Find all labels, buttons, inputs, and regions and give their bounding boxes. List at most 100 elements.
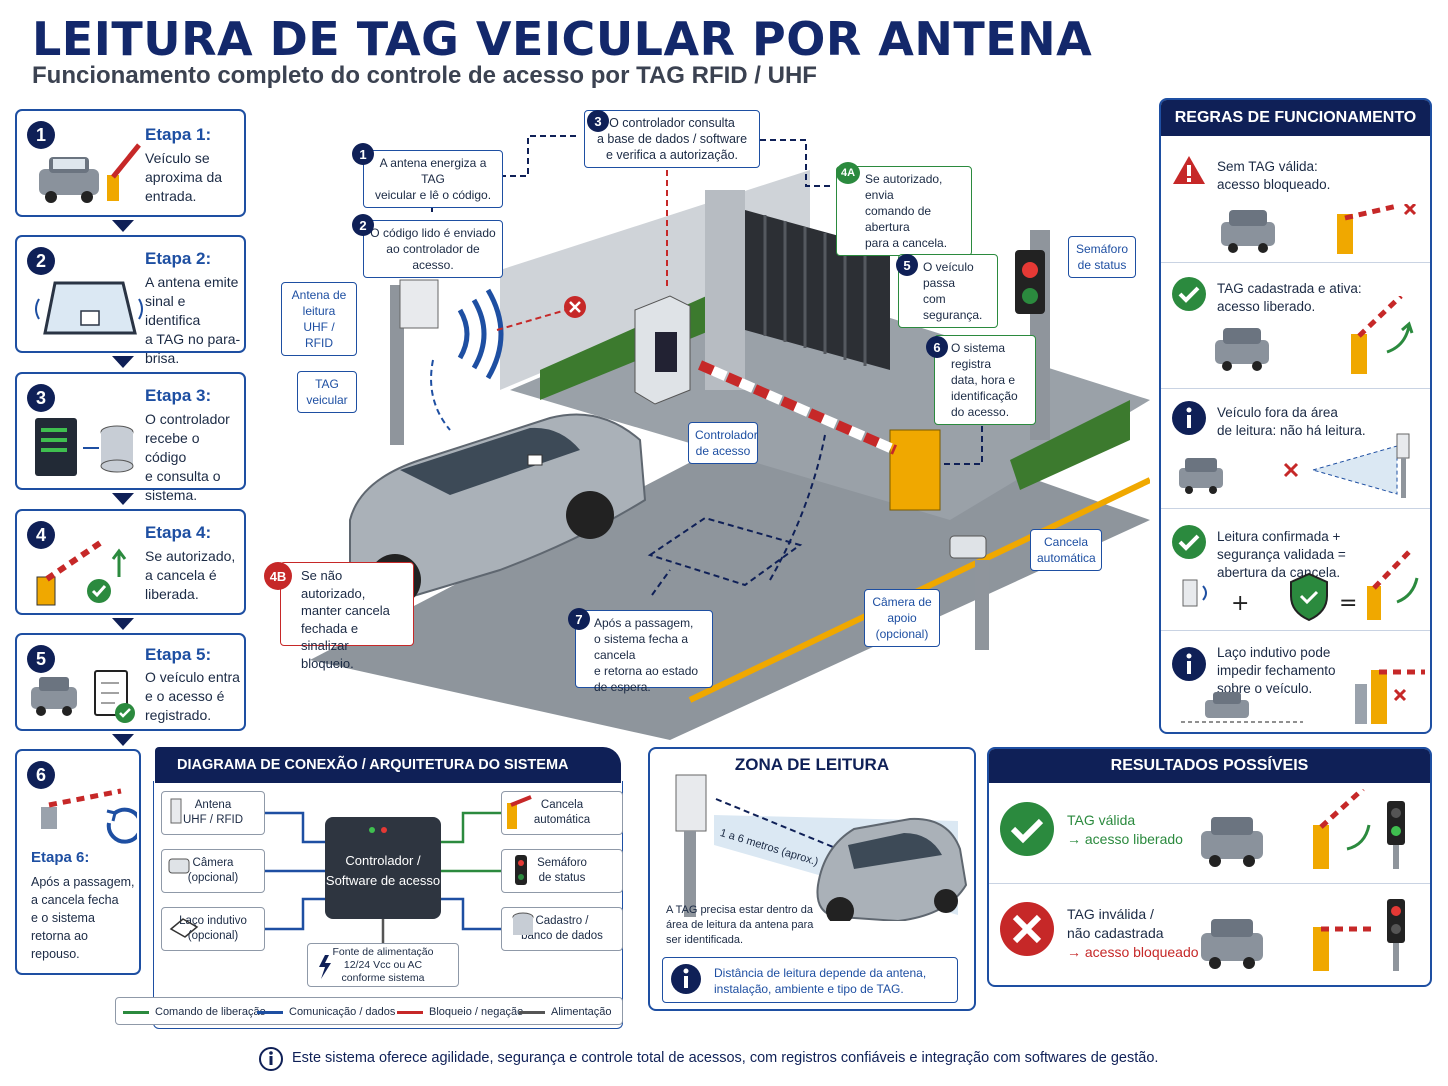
zone-title: ZONA DE LEITURA [734, 755, 890, 774]
info-icon [671, 964, 701, 994]
zone-info-text: Distância de leitura depende da antena,i… [714, 966, 927, 996]
svg-text:=: = [1339, 591, 1357, 616]
callout-number: 3 [587, 110, 609, 132]
loop-safety-icon [1181, 669, 1425, 724]
legend-green: Comando de liberação [123, 1006, 266, 1018]
callout-number: 6 [926, 336, 948, 358]
check-icon [1000, 802, 1054, 856]
error-icon [1000, 902, 1054, 956]
page-subtitle: Funcionamento completo do controle de ac… [32, 62, 817, 89]
warning-icon [1173, 156, 1205, 184]
down-arrow-icon [112, 734, 134, 746]
architecture-title: DIAGRAMA DE CONEXÃO / ARQUITETURA DO SIS… [155, 747, 621, 783]
check-icon [1172, 525, 1206, 559]
step-label: Etapa 3: [145, 386, 212, 405]
controller-box: Controlador /Software de acesso [325, 817, 441, 919]
step-number: 3 [27, 384, 55, 412]
car-checklist-icon [31, 670, 135, 723]
barrier-reset-icon [41, 788, 137, 844]
zone-illustration [675, 774, 968, 921]
down-arrow-icon [112, 618, 134, 630]
server-database-icon [35, 418, 134, 476]
rule-text: Sem TAG válida:acesso bloqueado. [1217, 159, 1331, 192]
step-label: Etapa 4: [145, 523, 212, 542]
callout-number: 1 [352, 143, 374, 165]
step-label: Etapa 6: [31, 849, 90, 866]
rule-text: TAG cadastrada e ativa:acesso liberado. [1217, 281, 1362, 314]
down-arrow-icon [112, 220, 134, 232]
callout-number: 7 [568, 608, 590, 630]
read-plus-security-icon: += [1182, 550, 1419, 622]
down-arrow-icon [112, 356, 134, 368]
step-number: 5 [27, 645, 55, 673]
legend-gray: Alimentação [519, 1006, 612, 1018]
step-number: 2 [27, 247, 55, 275]
result-valid-illustration [1201, 789, 1405, 869]
zone-info-box [662, 957, 958, 1003]
connection-lines [168, 795, 534, 979]
barrier-open-icon [36, 538, 127, 606]
step-number: 1 [27, 121, 55, 149]
info-icon [259, 1047, 283, 1071]
down-arrow-icon [112, 493, 134, 505]
car-barrier-closed-icon [1221, 204, 1417, 254]
svg-text:+: + [1231, 591, 1249, 616]
step-label: Etapa 1: [145, 125, 212, 144]
info-icon [1172, 401, 1206, 435]
callout-number: 5 [896, 254, 918, 276]
rules-panel: REGRAS DE FUNCIONAMENTO Sem TAG válida:a… [1159, 98, 1432, 734]
legend-red: Bloqueio / negação [397, 1006, 523, 1018]
page-title: LEITURA DE TAG VEICULAR POR ANTENA [32, 12, 1093, 66]
step-number: 6 [27, 761, 55, 789]
legend-blue: Comunicação / dados [257, 1006, 395, 1018]
result-invalid-text: TAG inválida /não cadastrada→ acesso blo… [1067, 906, 1199, 960]
footer-text: Este sistema oferece agilidade, seguranç… [292, 1050, 1159, 1066]
callout-step-7: Após a passagem,o sistema fecha a cancel… [575, 610, 713, 694]
car-barrier-open-icon [1215, 296, 1414, 374]
check-icon [1172, 277, 1206, 311]
architecture-panel: DIAGRAMA DE CONEXÃO / ARQUITETURA DO SIS… [115, 747, 639, 1029]
results-panel: RESULTADOS POSSÍVEIS TAG válida→ acesso … [987, 747, 1432, 987]
out-of-range-icon [1179, 433, 1410, 498]
step-label: Etapa 5: [145, 645, 212, 664]
results-title: RESULTADOS POSSÍVEIS [989, 749, 1430, 783]
rules-title: REGRAS DE FUNCIONAMENTO [1161, 100, 1430, 136]
info-icon [1172, 647, 1206, 681]
step-6-card: 6 Etapa 6: Após a passagem,a cancela fec… [15, 749, 141, 975]
result-valid-text: TAG válida→ acesso liberado [1067, 812, 1183, 847]
callout-number: 2 [352, 214, 374, 236]
access-scene [310, 135, 1150, 740]
reading-zone-panel: ZONA DE LEITURA 1 a 6 metros (aprox.) A … [648, 747, 976, 1011]
step-number: 4 [27, 521, 55, 549]
windshield-tag-icon [35, 281, 143, 335]
step-label: Etapa 2: [145, 249, 212, 268]
callout-number: 4A [836, 162, 860, 184]
car-barrier-icon [39, 143, 141, 203]
